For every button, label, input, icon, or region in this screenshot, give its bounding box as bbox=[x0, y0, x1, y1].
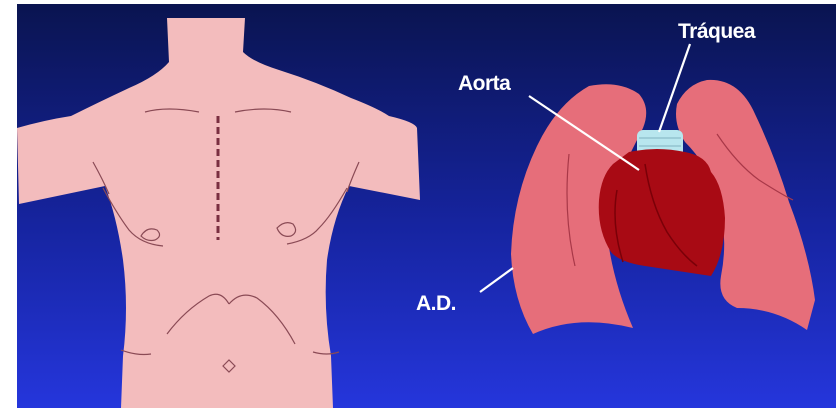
right-atrium-label: A.D. bbox=[416, 292, 456, 315]
heart bbox=[599, 149, 725, 276]
slide-canvas: Tráquea Aorta A.D. bbox=[17, 4, 836, 408]
aorta-label: Aorta bbox=[458, 72, 511, 95]
trachea-label: Tráquea bbox=[678, 20, 756, 43]
medical-slide: Tráquea Aorta A.D. bbox=[17, 4, 836, 408]
